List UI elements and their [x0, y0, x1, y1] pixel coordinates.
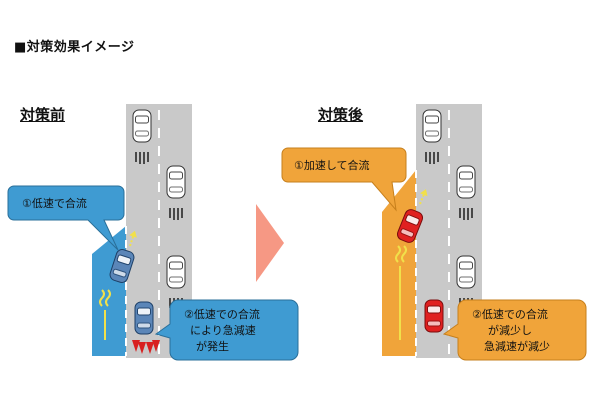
car-icon [166, 255, 186, 289]
acceleration-marks-icon [99, 289, 111, 340]
following-car-icon [424, 299, 444, 333]
after-callout-accelerate: ①加速して合流 [281, 147, 407, 212]
acceleration-marks-icon [395, 245, 407, 340]
after-callout2-line1: ②低速での合流 [472, 307, 548, 321]
after-callout1-text: ①加速して合流 [294, 158, 370, 172]
car-icon [456, 165, 476, 199]
before-callout2-line1: ②低速での合流 [184, 307, 260, 321]
after-callout2-line2: が減少し [488, 323, 532, 337]
merge-arrow-icon [419, 189, 428, 205]
braking-car-icon [134, 301, 154, 335]
transition-arrow-icon [256, 204, 284, 282]
before-title: 対策前 [20, 106, 66, 124]
before-callout2-line2: により急減速 [190, 323, 256, 337]
car-icon [132, 109, 152, 143]
car-icon [166, 165, 186, 199]
after-callout2-line3: 急減速が減少 [484, 339, 550, 353]
before-callout2-line3: が発生 [196, 339, 229, 353]
section-header: ■対策効果イメージ [14, 40, 135, 55]
before-callout-sudden-braking: ②低速での合流 により急減速 が発生 [154, 299, 299, 361]
car-icon [422, 109, 442, 143]
after-callout-braking-reduced: ②低速での合流 が減少し 急減速が減少 [442, 299, 587, 361]
after-scene: ①加速して合流 ②低速での合流 が減少し 急減速が減少 [281, 104, 587, 361]
merge-arrow-icon [129, 230, 137, 247]
before-callout-low-speed: ①低速で合流 [7, 185, 125, 251]
after-title: 対策後 [318, 106, 364, 124]
car-icon [456, 255, 476, 289]
before-callout1-text: ①低速で合流 [22, 196, 87, 210]
brake-burst-icon [132, 340, 160, 354]
before-scene: ①低速で合流 ②低速での合流 により急減速 が発生 [7, 104, 299, 361]
